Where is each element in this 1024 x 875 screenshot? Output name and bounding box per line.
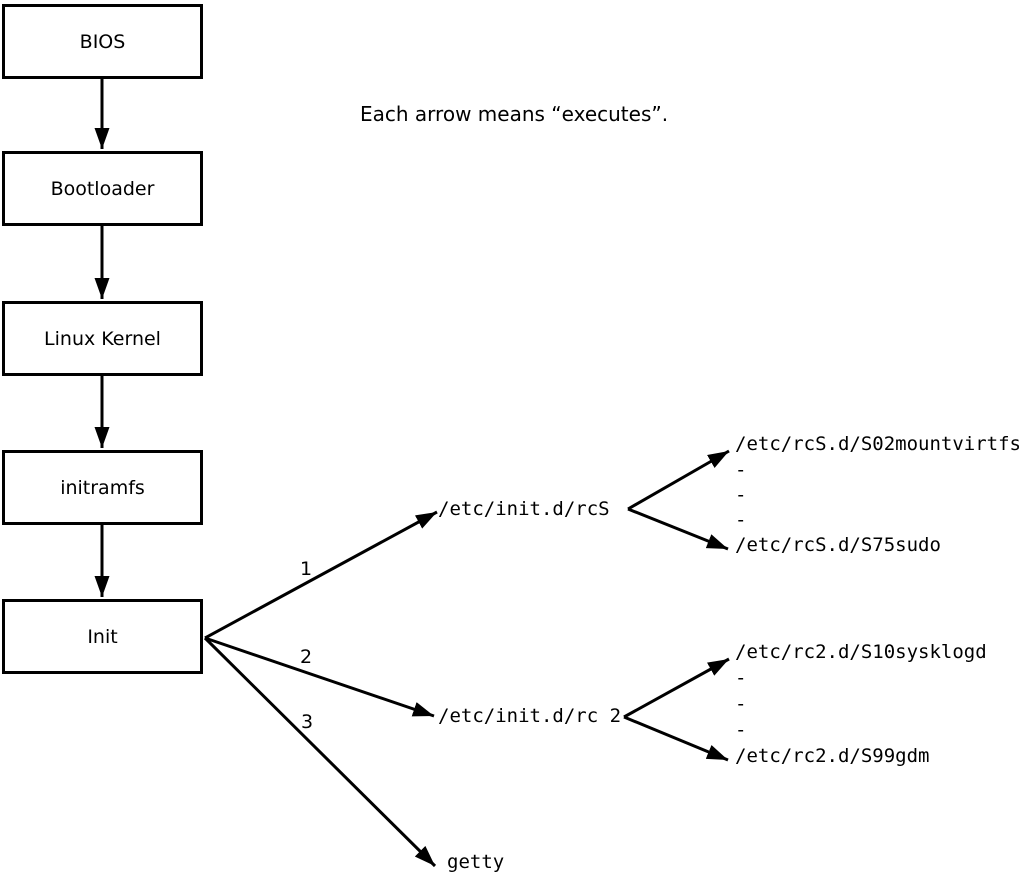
rcs-ellipsis-dash: - [735, 509, 747, 531]
rcs-ellipsis-dash: - [735, 484, 747, 506]
rc2-ellipsis-dash: - [735, 719, 747, 741]
node-etc-init-d-rcs: /etc/init.d/rcS [438, 498, 610, 520]
branch-number-1: 1 [300, 558, 313, 580]
node-initramfs-label: initramfs [60, 476, 145, 499]
node-bios: BIOS [2, 4, 203, 79]
arrow-rcs-to-s75sudo [627, 507, 729, 551]
legend-note: Each arrow means “executes”. [360, 102, 669, 126]
node-bios-label: BIOS [79, 30, 126, 53]
arrow-init-to-rcs [204, 510, 438, 640]
node-etc-init-d-rc2: /etc/init.d/rc 2 [438, 705, 622, 727]
rc2-ellipsis-dash: - [735, 693, 747, 715]
arrow-init-to-rc2 [204, 636, 435, 718]
rc2-ellipsis-dash: - [735, 667, 747, 689]
node-linux-kernel-label: Linux Kernel [44, 327, 161, 350]
node-initramfs: initramfs [2, 450, 203, 525]
node-rcs-script-last: /etc/rcS.d/S75sudo [735, 534, 941, 556]
arrow-rcs-to-s02mountvirtfs [627, 449, 730, 511]
arrow-rc2-to-s99gdm [623, 715, 729, 762]
rcs-ellipsis-dash: - [735, 459, 747, 481]
node-linux-kernel: Linux Kernel [2, 301, 203, 376]
branch-number-3: 3 [301, 711, 314, 733]
node-rcs-script-first: /etc/rcS.d/S02mountvirtfs [735, 433, 1021, 455]
node-bootloader-label: Bootloader [50, 177, 155, 200]
branch-number-2: 2 [300, 646, 313, 668]
node-rc2-script-last: /etc/rc2.d/S99gdm [735, 745, 930, 767]
arrow-init-to-getty [203, 636, 437, 868]
node-bootloader: Bootloader [2, 151, 203, 226]
node-init: Init [2, 599, 203, 674]
node-init-label: Init [87, 625, 118, 648]
arrow-rc2-to-s10sysklogd [623, 657, 730, 719]
node-rc2-script-first: /etc/rc2.d/S10sysklogd [735, 641, 987, 663]
node-getty: getty [447, 851, 505, 873]
